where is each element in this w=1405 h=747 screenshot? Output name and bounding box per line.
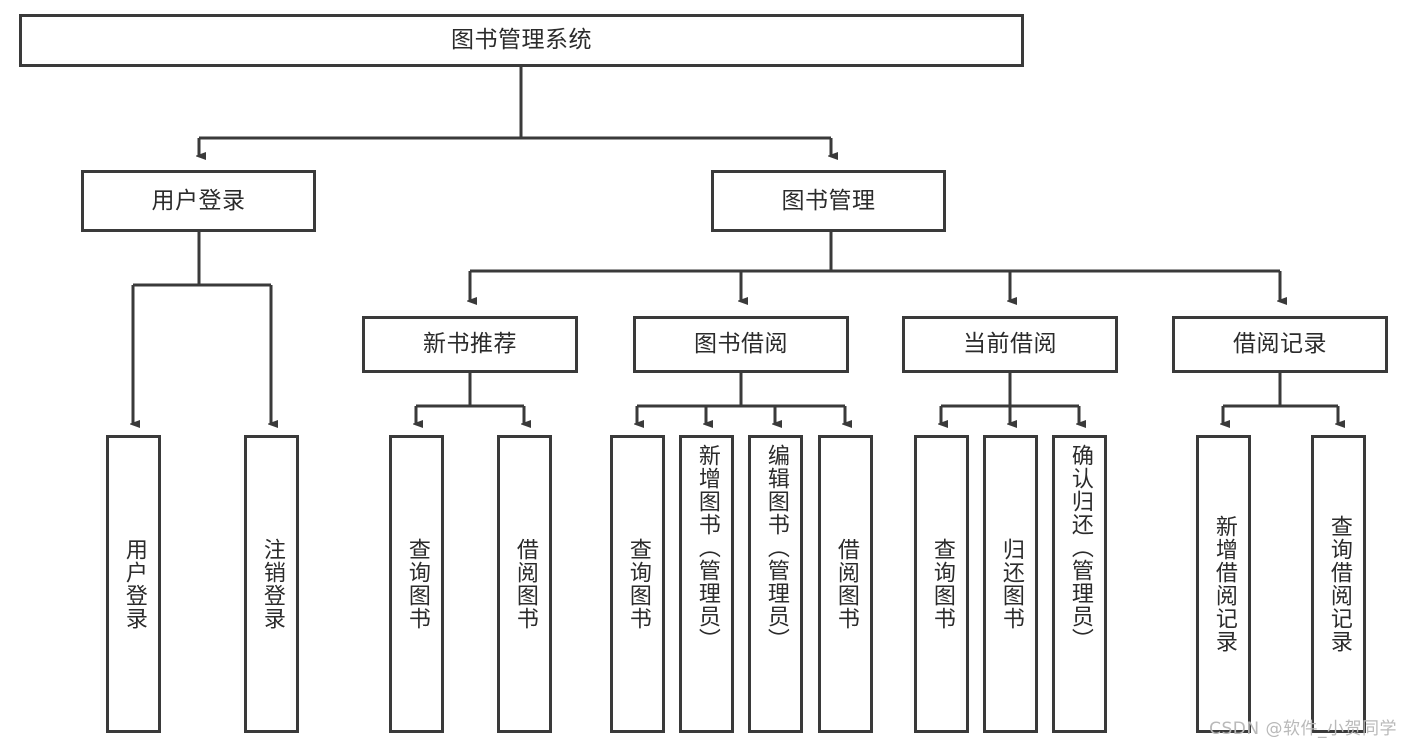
node-current-borrow-label: 当前借阅 <box>963 331 1057 358</box>
leaf-user-login-label: 用户登录 <box>121 538 147 630</box>
node-new-book-recommend-label: 新书推荐 <box>423 331 517 358</box>
leaf-borrow-book-1-label: 借阅图书 <box>512 538 538 630</box>
node-user-login-label: 用户登录 <box>151 187 246 214</box>
node-book-borrow[interactable]: 图书借阅 <box>633 316 849 373</box>
leaf-query-book-1[interactable]: 查询图书 <box>389 435 444 733</box>
leaf-query-book-1-label: 查询图书 <box>404 538 430 630</box>
node-book-management-label: 图书管理 <box>781 187 876 214</box>
leaf-return-book[interactable]: 归还图书 <box>983 435 1038 733</box>
leaf-logout-label: 注销登录 <box>259 538 285 630</box>
node-current-borrow[interactable]: 当前借阅 <box>902 316 1118 373</box>
leaf-query-record-label: 查询借阅记录 <box>1326 515 1352 653</box>
leaf-add-book[interactable]: 新增图书（管理员） <box>679 435 734 733</box>
leaf-add-record[interactable]: 新增借阅记录 <box>1196 435 1251 733</box>
leaf-logout[interactable]: 注销登录 <box>244 435 299 733</box>
leaf-confirm-return[interactable]: 确认归还（管理员） <box>1052 435 1107 733</box>
leaf-borrow-book-2[interactable]: 借阅图书 <box>818 435 873 733</box>
node-borrow-record-label: 借阅记录 <box>1233 331 1327 358</box>
leaf-edit-book-label: 编辑图书（管理员） <box>763 444 789 651</box>
node-book-borrow-label: 图书借阅 <box>694 331 788 358</box>
leaf-query-record[interactable]: 查询借阅记录 <box>1311 435 1366 733</box>
node-new-book-recommend[interactable]: 新书推荐 <box>362 316 578 373</box>
leaf-query-book-3[interactable]: 查询图书 <box>914 435 969 733</box>
leaf-borrow-book-1[interactable]: 借阅图书 <box>497 435 552 733</box>
node-root-label: 图书管理系统 <box>451 27 592 54</box>
node-borrow-record[interactable]: 借阅记录 <box>1172 316 1388 373</box>
leaf-user-login[interactable]: 用户登录 <box>106 435 161 733</box>
leaf-query-book-2[interactable]: 查询图书 <box>610 435 665 733</box>
leaf-add-record-label: 新增借阅记录 <box>1211 515 1237 653</box>
leaf-borrow-book-2-label: 借阅图书 <box>833 538 859 630</box>
leaf-confirm-return-label: 确认归还（管理员） <box>1067 444 1093 651</box>
node-book-management[interactable]: 图书管理 <box>711 170 946 232</box>
node-root[interactable]: 图书管理系统 <box>19 14 1024 67</box>
node-user-login[interactable]: 用户登录 <box>81 170 316 232</box>
leaf-query-book-3-label: 查询图书 <box>929 538 955 630</box>
leaf-add-book-label: 新增图书（管理员） <box>694 444 720 651</box>
leaf-edit-book[interactable]: 编辑图书（管理员） <box>748 435 803 733</box>
leaf-query-book-2-label: 查询图书 <box>625 538 651 630</box>
leaf-return-book-label: 归还图书 <box>998 538 1024 630</box>
